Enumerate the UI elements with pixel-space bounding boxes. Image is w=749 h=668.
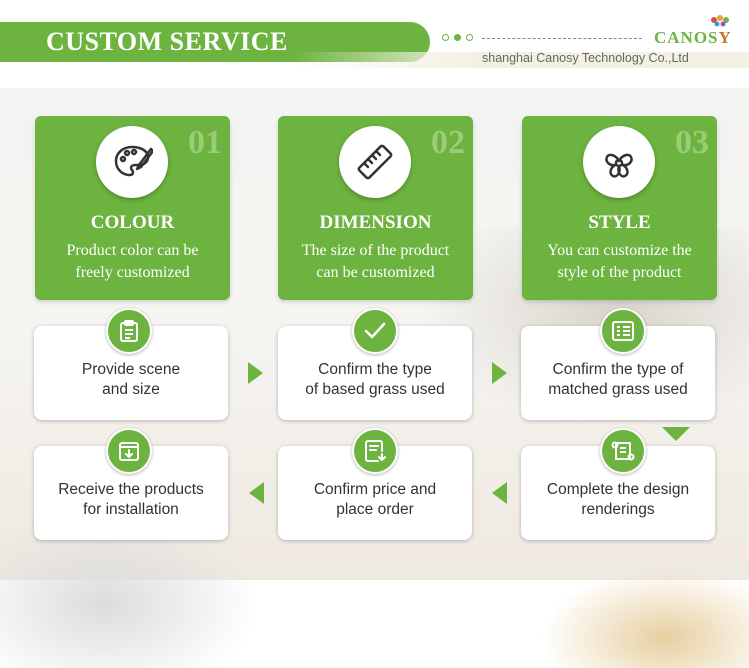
dot-icon [442, 34, 449, 41]
header-dots [442, 34, 473, 41]
step-icon-circle [352, 428, 398, 474]
step-line: and size [102, 381, 160, 398]
step-confirm-price: Confirm price and place order [278, 446, 472, 540]
card-icon-circle [583, 126, 655, 198]
step-icon-circle [106, 428, 152, 474]
step-line: matched grass used [548, 381, 688, 398]
step-icon-circle [352, 308, 398, 354]
step-line: for installation [83, 501, 179, 518]
card-style: 03 STYLE You can customize the style of t… [522, 116, 717, 300]
list-icon [612, 321, 634, 341]
arrow-left-icon [249, 482, 264, 504]
header-divider [482, 38, 642, 39]
step-line: Provide scene [81, 361, 181, 378]
step-line: place order [336, 501, 414, 518]
card-icon-circle [96, 126, 168, 198]
card-number: 01 [188, 124, 222, 161]
card-dimension: 02 DIMENSION The size of the product can … [278, 116, 473, 300]
card-desc-line: You can customize the [547, 242, 692, 259]
order-icon [365, 440, 386, 462]
card-desc-line: can be customized [316, 264, 435, 281]
blueprint-icon [611, 441, 635, 461]
ruler-icon [357, 144, 393, 180]
step-line: Receive the products [58, 481, 204, 498]
step-line: renderings [581, 501, 655, 518]
checkmark-icon [364, 322, 386, 339]
page-title: CUSTOM SERVICE [46, 27, 288, 56]
step-line: Confirm the type of [552, 361, 684, 378]
card-desc-line: freely customized [75, 264, 190, 281]
card-desc-line: The size of the product [301, 242, 450, 259]
card-description: The size of the product can be customized [286, 240, 465, 284]
arrow-right-icon [492, 362, 507, 384]
arrow-left-icon [492, 482, 507, 504]
company-name: shanghai Canosy Technology Co.,Ltd [482, 51, 689, 65]
brand-logo: CANOSY [654, 28, 732, 48]
step-line: Complete the design [546, 481, 690, 498]
dot-icon [454, 34, 461, 41]
card-description: You can customize the style of the produc… [530, 240, 709, 284]
download-box-icon [119, 442, 139, 461]
card-description: Product color can be freely customized [43, 240, 222, 284]
card-title: COLOUR [90, 212, 175, 233]
card-desc-line: Product color can be [66, 242, 199, 259]
background-swatches [540, 568, 749, 668]
arrow-right-icon [248, 362, 263, 384]
step-icon-circle [600, 308, 646, 354]
step-line: of based grass used [305, 381, 445, 398]
brand-name: CANOS [654, 28, 719, 47]
card-colour: 01 COLOUR Product color can be freely cus… [35, 116, 230, 300]
card-number: 03 [675, 124, 709, 161]
card-icon-circle [339, 126, 411, 198]
clipboard-icon [120, 320, 138, 342]
dot-icon [466, 34, 473, 41]
arrow-down-icon [662, 427, 690, 441]
card-desc-line: style of the product [557, 264, 682, 281]
card-title: STYLE [588, 212, 651, 233]
step-line: Confirm price and [313, 481, 437, 498]
header-strip [290, 52, 749, 68]
brand-name-y: Y [718, 28, 732, 47]
step-icon-circle [106, 308, 152, 354]
tree-logo-icon [711, 15, 729, 27]
step-line: Confirm the type [318, 361, 432, 378]
card-title: DIMENSION [319, 212, 432, 233]
palette-icon [114, 145, 153, 177]
step-design-renderings: Complete the design renderings [521, 446, 715, 540]
card-number: 02 [431, 124, 465, 161]
flower-icon [605, 153, 633, 178]
step-icon-circle [600, 428, 646, 474]
